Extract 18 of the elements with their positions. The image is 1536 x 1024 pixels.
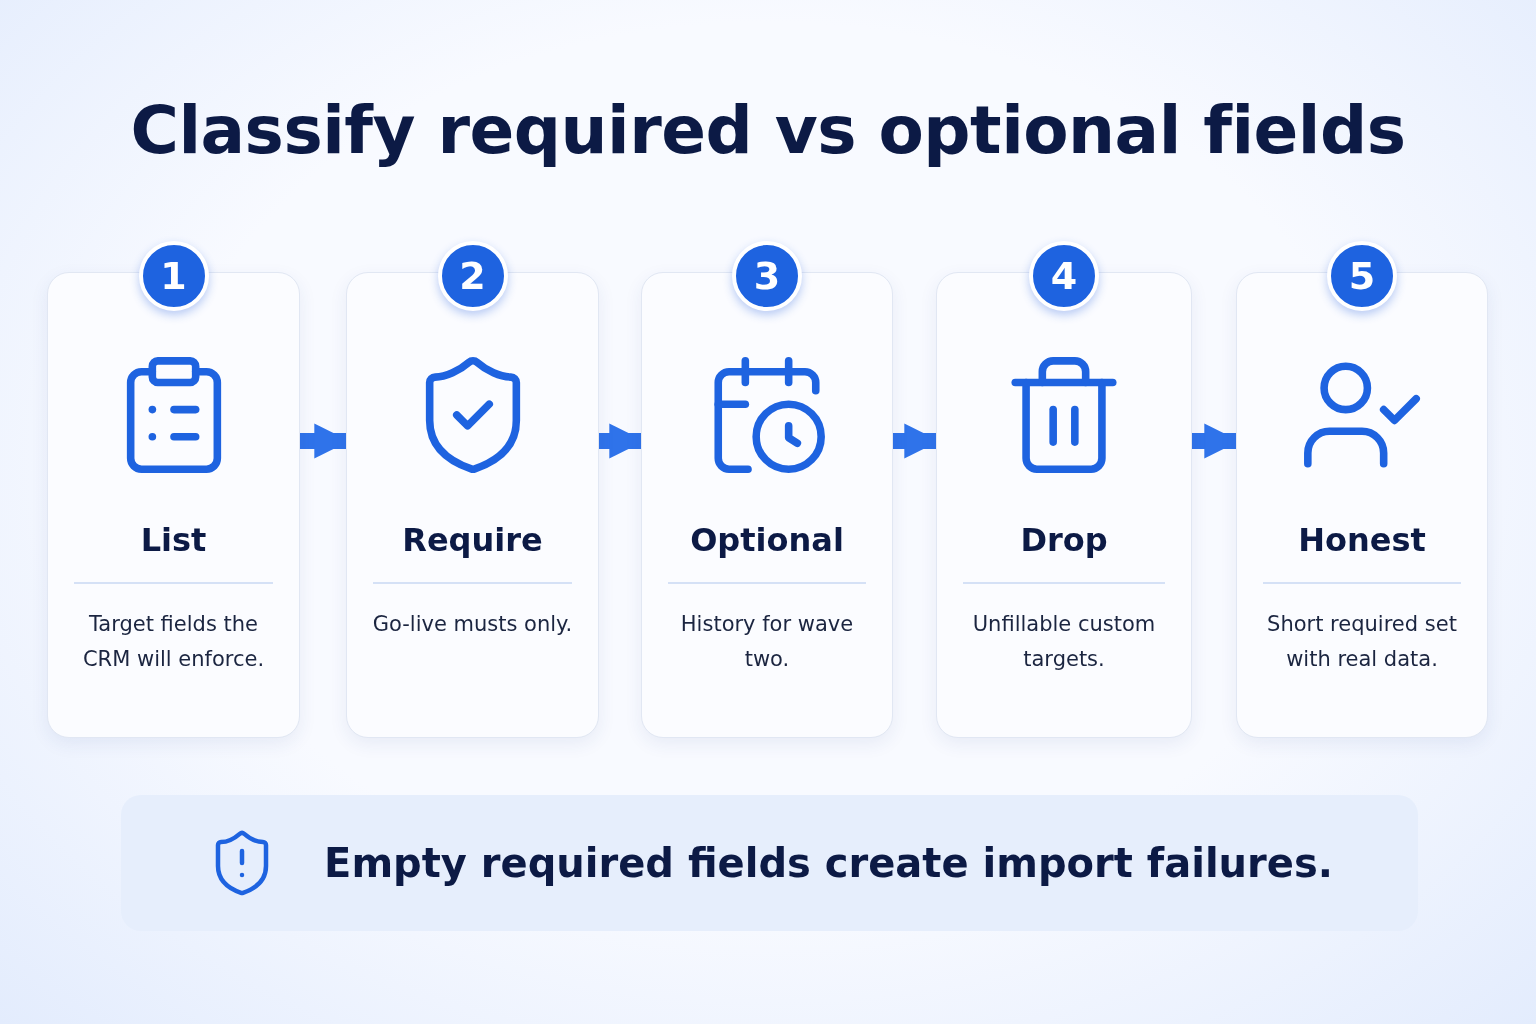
step-number: 3 (732, 241, 802, 311)
step-title: List (139, 521, 208, 559)
note-banner (121, 795, 1418, 931)
step-title: Require (401, 521, 544, 559)
step-description: History for wave two. (679, 611, 855, 673)
step-description: Go-live musts only. (371, 611, 574, 638)
note-text: Empty required fields create import failures. (324, 840, 1333, 886)
step-title: Drop (1019, 521, 1109, 559)
step-number: 1 (138, 241, 209, 311)
step-number: 2 (437, 241, 508, 311)
step-description: Unfillable custom targets. (971, 611, 1157, 673)
step-title: Honest (1297, 521, 1427, 559)
step-number: 5 (1327, 241, 1397, 311)
step-description: Short required set with real data. (1266, 611, 1458, 673)
title: Classify required vs optional fields (129, 92, 1407, 169)
step-description: Target fields the CRM will enforce. (81, 611, 266, 673)
step-title: Optional (689, 521, 845, 559)
step-number: 4 (1029, 241, 1099, 311)
